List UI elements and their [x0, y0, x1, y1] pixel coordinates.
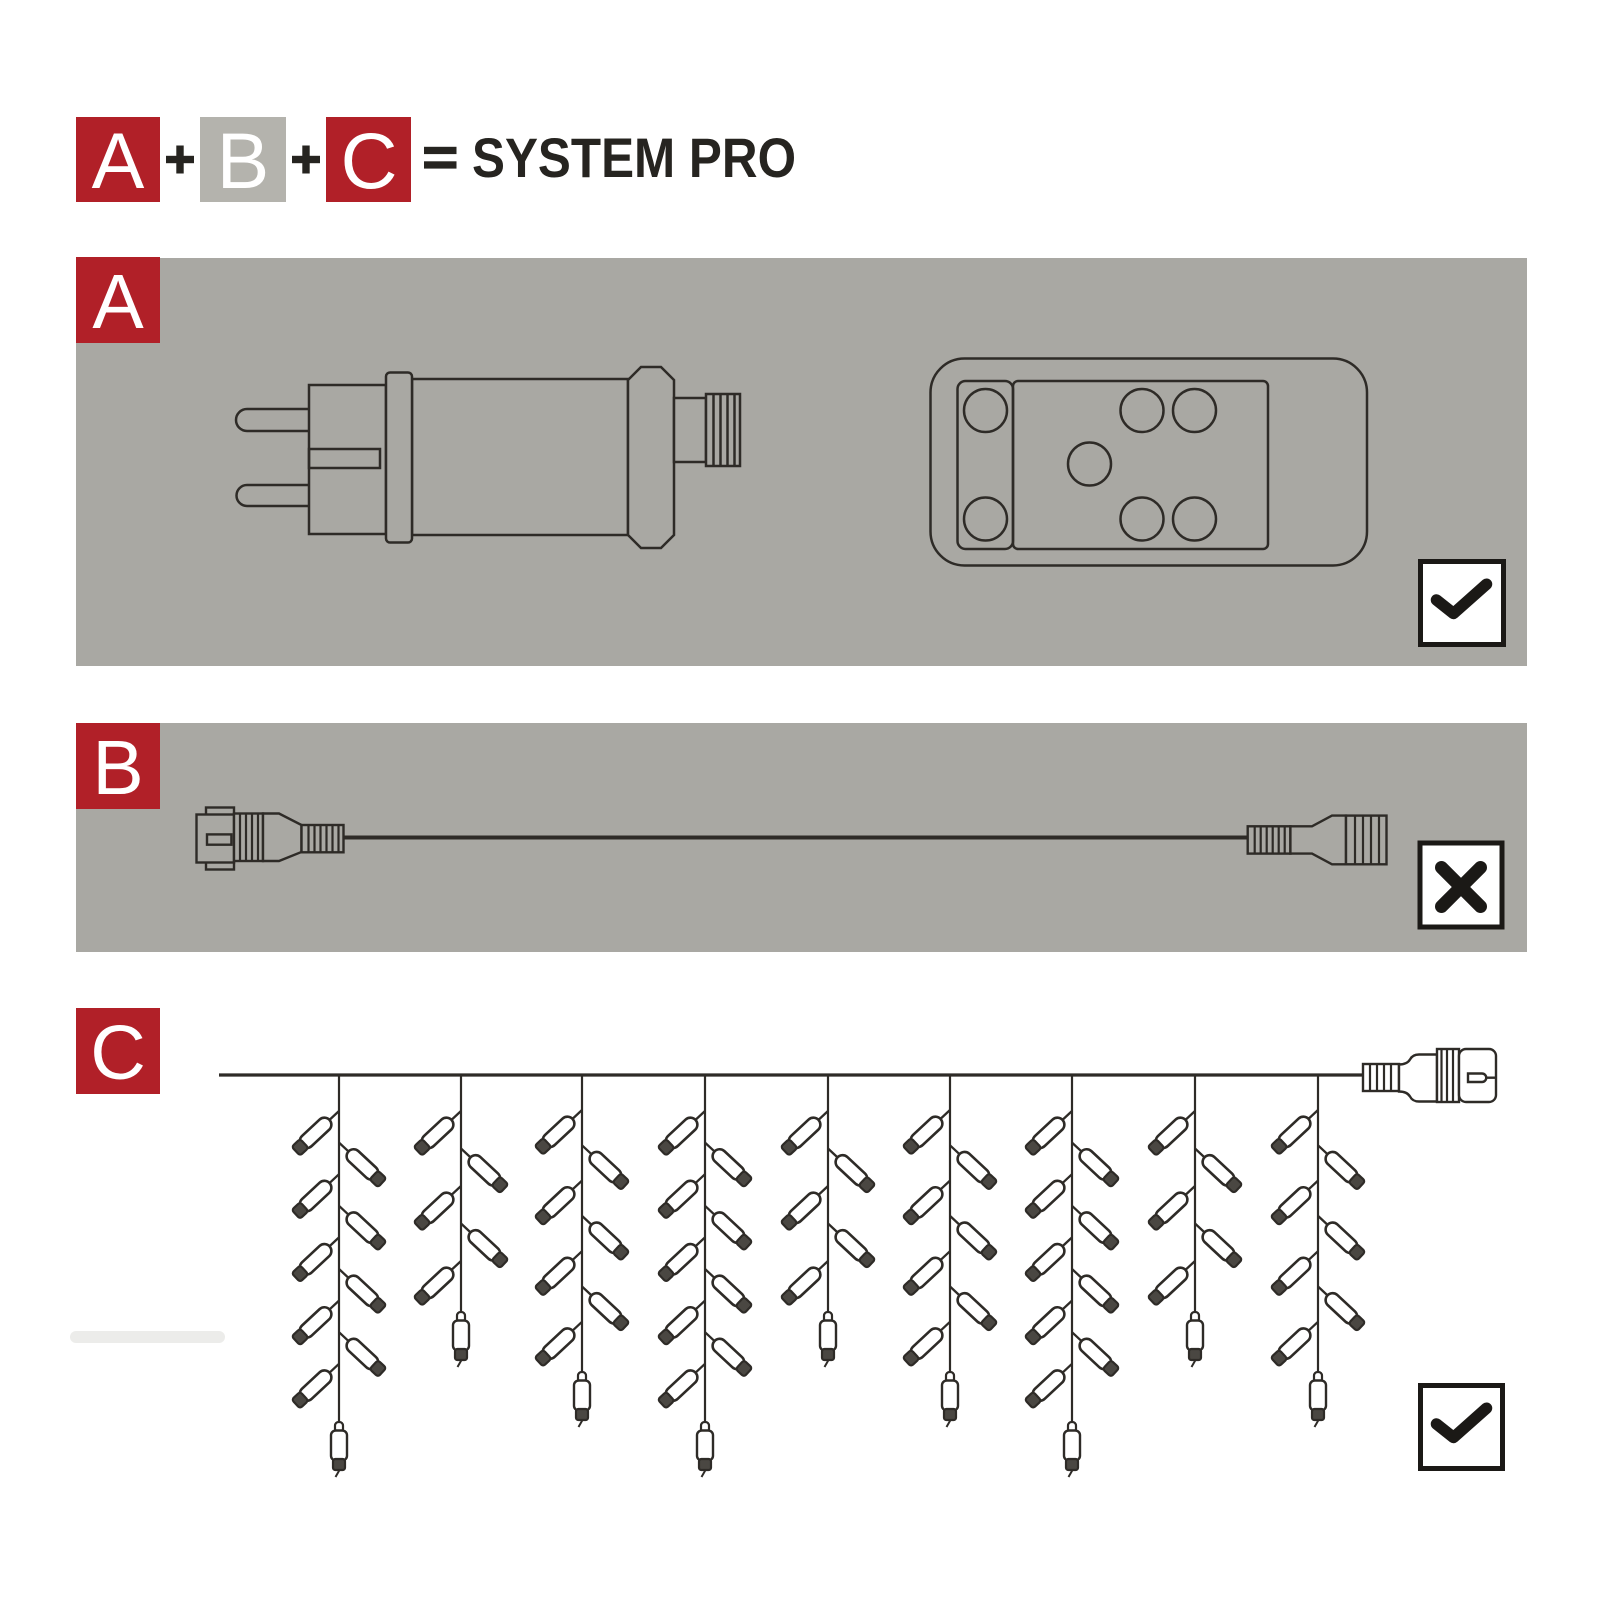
svg-text:A: A — [92, 259, 144, 345]
svg-text:C: C — [340, 116, 397, 205]
svg-text:B: B — [217, 116, 270, 205]
svg-text:A: A — [92, 116, 145, 205]
svg-text:C: C — [90, 1010, 146, 1096]
svg-text:B: B — [92, 725, 143, 811]
svg-text:SYSTEM PRO: SYSTEM PRO — [472, 126, 796, 189]
